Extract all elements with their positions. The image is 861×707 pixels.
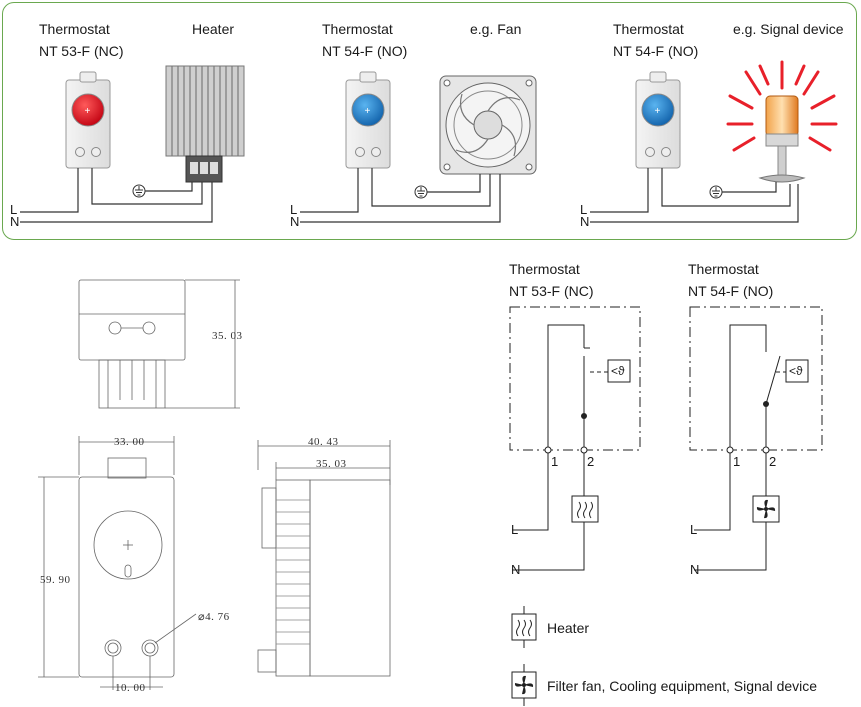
terminal-1-dot <box>726 446 734 454</box>
schematic-line-label: L <box>690 522 698 537</box>
line-label: L <box>580 202 588 217</box>
schematic-no <box>689 306 823 571</box>
thermostat-icon: + <box>345 71 391 169</box>
ground-icon <box>132 184 146 198</box>
device-label-1: Heater <box>192 21 235 37</box>
switch-contact-dot <box>581 413 587 419</box>
dim-front-height: 59. 90 <box>40 574 71 586</box>
thermostat-icon: + <box>635 71 681 169</box>
heater-icon <box>165 65 245 183</box>
terminal-2-label: 2 <box>587 454 595 469</box>
ground-icon <box>414 185 428 199</box>
legend-fan-label: Filter fan, Cooling equipment, Signal de… <box>547 678 818 694</box>
fan-icon <box>756 499 776 519</box>
svg-text:+: + <box>85 106 91 117</box>
neutral-label: N <box>580 214 590 229</box>
thermostat-model-1: NT 53-F (NC) <box>39 43 124 59</box>
wiring-lines-2 <box>300 168 501 223</box>
device-label-2: e.g. Fan <box>470 21 522 37</box>
terminal-1-label: 1 <box>551 454 559 469</box>
line-label: L <box>10 202 18 217</box>
terminal-2-dot <box>580 446 588 454</box>
thermostat-icon: + <box>65 71 111 169</box>
wiring-panel <box>2 2 857 240</box>
thermostat-model-3: NT 54-F (NO) <box>613 43 699 59</box>
dim-side-total: 40. 43 <box>308 436 339 448</box>
thermostat-title-1: Thermostat <box>39 21 110 37</box>
wiring-lines-1 <box>20 168 213 223</box>
top-view-drawing <box>78 279 240 409</box>
schematic-neutral-label: N <box>690 562 700 577</box>
sensor-label: <ϑ <box>789 364 803 378</box>
switch-contact-dot <box>763 401 769 407</box>
terminal-1-label: 1 <box>733 454 741 469</box>
legend-fan-icon <box>511 664 537 706</box>
dim-side-body: 35. 03 <box>316 458 347 470</box>
terminal-1-dot <box>544 446 552 454</box>
schematic-neutral-label: N <box>511 562 521 577</box>
svg-text:+: + <box>655 106 661 117</box>
schematic-2-title: Thermostat <box>688 261 759 277</box>
terminal-2-dot <box>762 446 770 454</box>
device-label-3: e.g. Signal device <box>733 21 844 37</box>
legend-heater-label: Heater <box>547 620 590 636</box>
side-view-drawing <box>257 440 391 677</box>
dim-hole-diameter: ⌀4. 76 <box>198 611 230 623</box>
neutral-label: N <box>290 214 300 229</box>
schematic-nc <box>509 306 641 571</box>
signal-light-icon <box>726 60 838 183</box>
line-label: L <box>290 202 298 217</box>
thermostat-title-3: Thermostat <box>613 21 684 37</box>
fan-icon <box>439 75 537 175</box>
dim-top-height: 35. 03 <box>212 330 243 342</box>
dim-front-width: 33. 00 <box>114 436 145 448</box>
schematic-1-title: Thermostat <box>509 261 580 277</box>
ground-icon <box>709 185 723 199</box>
neutral-label: N <box>10 214 20 229</box>
legend-heater-icon <box>511 606 537 648</box>
dim-hole-spacing: 10. 00 <box>115 682 146 694</box>
svg-text:+: + <box>365 106 371 117</box>
thermostat-model-2: NT 54-F (NO) <box>322 43 408 59</box>
wiring-lines-3 <box>590 168 799 223</box>
schematic-line-label: L <box>511 522 519 537</box>
thermostat-title-2: Thermostat <box>322 21 393 37</box>
sensor-label: <ϑ <box>611 364 625 378</box>
schematic-2-model: NT 54-F (NO) <box>688 283 774 299</box>
front-view-drawing <box>38 436 197 690</box>
terminal-2-label: 2 <box>769 454 777 469</box>
schematic-1-model: NT 53-F (NC) <box>509 283 594 299</box>
